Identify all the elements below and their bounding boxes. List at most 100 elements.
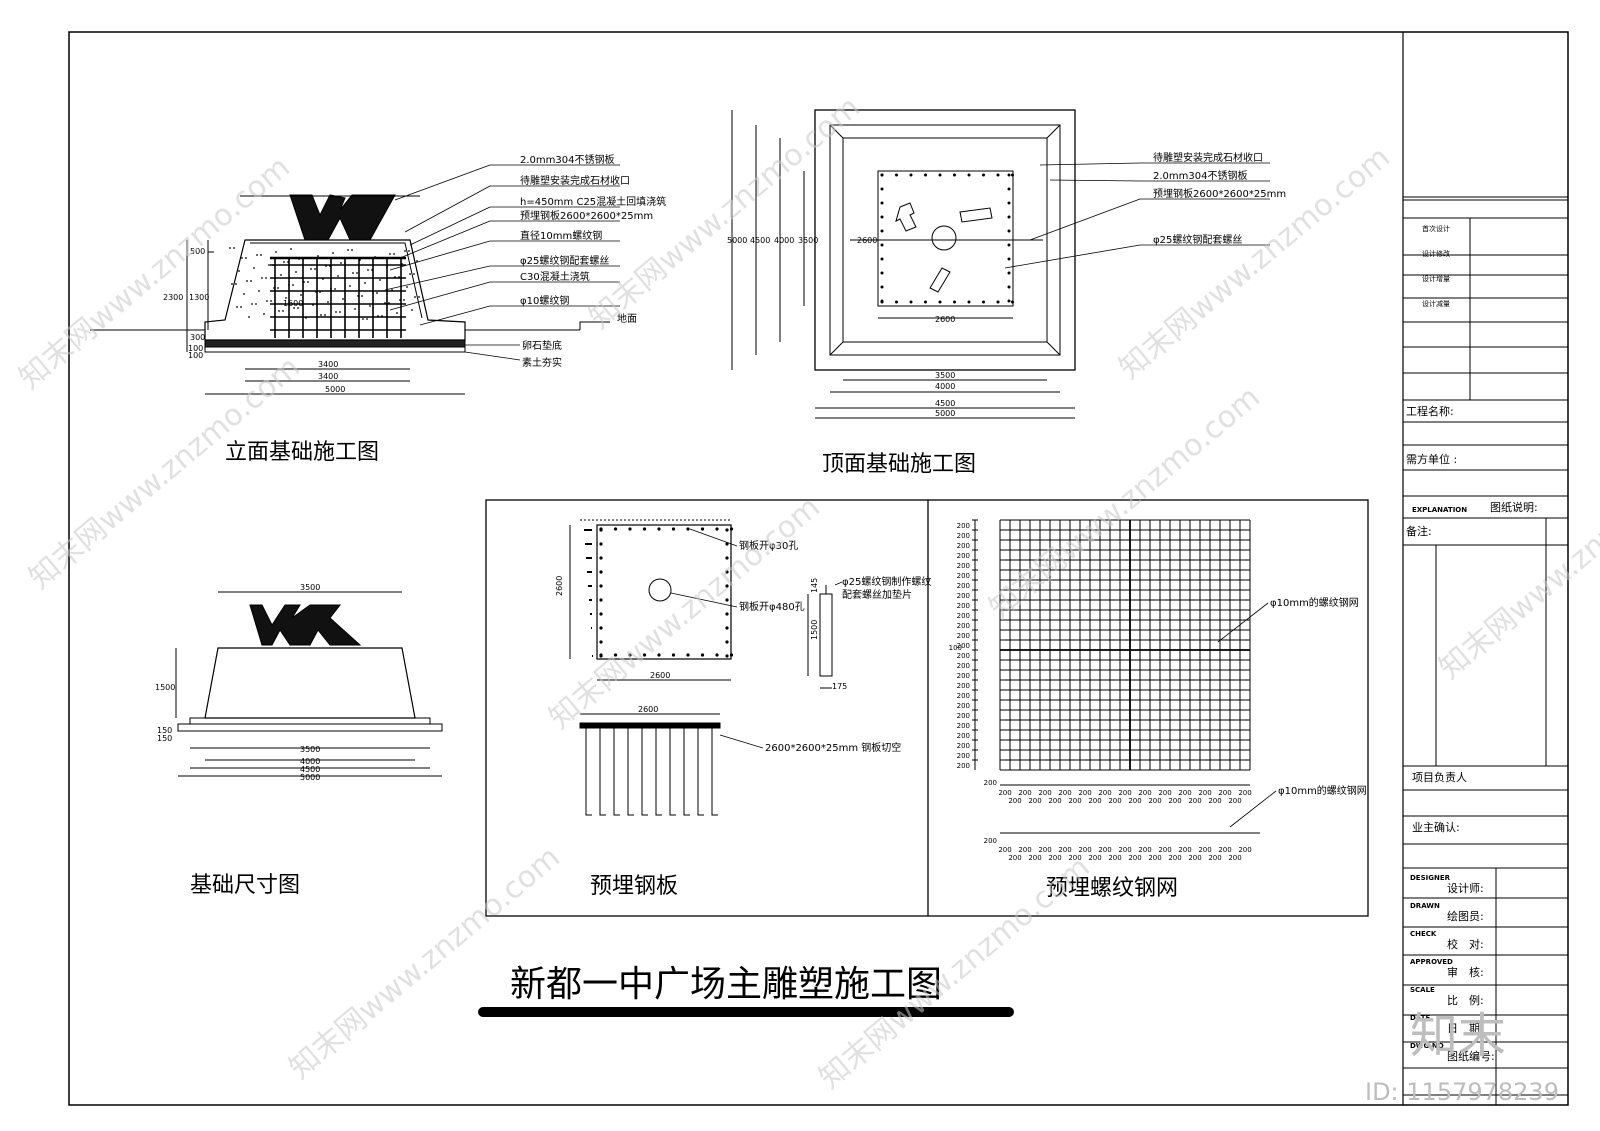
mesh-bottom-dim: 200 — [1028, 854, 1041, 862]
mesh-bottom-dim: 200 — [1088, 854, 1101, 862]
dim-w3400a: 3400 — [318, 360, 338, 369]
mesh-side-dim: 200 — [957, 742, 970, 750]
dim-h150b: 150 — [157, 734, 172, 743]
mesh-bottom-dim: 200 — [1178, 789, 1191, 797]
mesh-label: φ10mm的螺纹钢网 — [1270, 596, 1359, 609]
mesh-bottom-dim: 200 — [1238, 846, 1251, 854]
mesh-bottom-dim: 200 — [1018, 846, 1031, 854]
dim-w4500: 4500 — [935, 399, 955, 408]
elevation-note: 预埋钢板2600*2600*25mm — [520, 209, 653, 222]
elevation-note: h=450mm C25混凝土回填浇筑 — [520, 195, 666, 208]
watermark-site: 知末网www.znzmo.com — [23, 350, 307, 596]
signoff-cn: 日 期: — [1447, 1022, 1484, 1035]
explanation-en: EXPLANATION — [1412, 506, 1467, 514]
mesh-side-dim: 200 — [957, 712, 970, 720]
dim-w5000: 5000 — [935, 409, 955, 418]
dim-bolt175: 175 — [832, 682, 847, 691]
watermark-site: 知末网www.znzmo.com — [283, 840, 567, 1086]
explanation-cn: 图纸说明: — [1490, 500, 1538, 514]
mesh-bottom-dim: 200 — [1188, 854, 1201, 862]
signoff-cn: 比 例: — [1447, 993, 1484, 1007]
watermark-logo: 知末 — [1410, 1008, 1506, 1064]
dim-h100b: 100 — [188, 351, 203, 360]
dim-w1600: 1600 — [283, 299, 303, 308]
plate-cut-label: 2600*2600*25mm 钢板切空 — [765, 741, 901, 754]
mesh-label-2: φ10mm的螺纹钢网 — [1278, 784, 1367, 797]
mesh-side-dim: 200 — [957, 532, 970, 540]
signoff-en: DWG.NO — [1410, 1042, 1444, 1050]
revision-row: 设计增量 — [1422, 274, 1450, 283]
signoff-en: CHECK — [1410, 930, 1437, 938]
elevation-note: φ25螺纹钢配套螺丝 — [520, 254, 609, 267]
mesh-side-dim: 200 — [957, 612, 970, 620]
signoff-cn: 审 核: — [1447, 965, 1484, 979]
mesh-bottom-dim: 200 — [1228, 797, 1241, 805]
mesh-bottom-dim: 200 — [1068, 797, 1081, 805]
mesh-bottom-dim: 200 — [1158, 789, 1171, 797]
foundation-body — [204, 239, 466, 341]
dim-top2600: 2600 — [638, 705, 658, 714]
mesh-bottom-dim: 200 — [998, 846, 1011, 854]
mesh-bottom-dim: 200 — [1138, 846, 1151, 854]
revision-row: 首次设计 — [1422, 224, 1450, 233]
mesh-bottom-dim: 200 — [1168, 797, 1181, 805]
dim-w5000: 5000 — [325, 385, 345, 394]
mesh-side-dim: 200 — [957, 582, 970, 590]
mesh-bottom-dim: 200 — [1018, 789, 1031, 797]
mesh-side-dim: 200 — [957, 662, 970, 670]
mesh-side-dim: 200 — [957, 732, 970, 740]
dim-w3500: 3500 — [300, 745, 320, 754]
mesh-bottom-dim: 200 — [1198, 789, 1211, 797]
elevation-note: 直径10mm螺纹钢 — [520, 229, 602, 242]
signoff-cn: 校 对: — [1447, 937, 1484, 951]
title-underline — [478, 1007, 1014, 1017]
dim-w5000: 5000 — [300, 773, 320, 782]
mesh-bottom-dim: 200 — [1188, 797, 1201, 805]
mesh-bottom-dim: 200 — [1038, 789, 1051, 797]
mesh-side-dim: 200 — [957, 762, 970, 770]
dim-h500: 500 — [190, 247, 205, 256]
soil-label: 素土夯实 — [522, 356, 562, 369]
top-foundation-view — [731, 109, 1270, 419]
remarks-field: 备注: — [1406, 524, 1432, 538]
client-field: 需方单位 : — [1406, 452, 1457, 466]
mesh-bottom-dim: 200 — [1028, 797, 1041, 805]
mesh-bottom-dim: 200 — [1128, 797, 1141, 805]
mesh-side-dim: 200 — [957, 672, 970, 680]
signoff-en: DESIGNER — [1410, 874, 1451, 882]
mesh-bottom-dim: 200 — [1058, 789, 1071, 797]
mesh-side-dim: 200 — [957, 642, 970, 650]
mesh-bottom-dim: 200 — [1238, 789, 1251, 797]
mesh-bottom-dim: 200 — [1098, 846, 1111, 854]
signoff-en: DATE — [1410, 1014, 1430, 1022]
mesh-side-dim: 200 — [957, 682, 970, 690]
elevation-note: 待雕塑安装完成石材收口 — [520, 174, 630, 187]
dim-w4000: 4000 — [300, 757, 320, 766]
dim-bolt1500: 1500 — [810, 620, 819, 640]
sculpture-silhouette — [289, 194, 396, 241]
foundation-size-view — [175, 591, 443, 777]
mesh-bottom-dim: 200 — [1208, 854, 1221, 862]
dim-w3500: 3500 — [935, 371, 955, 380]
mesh-bottom-dim: 200 — [1108, 854, 1121, 862]
project-lead-field: 项目负责人 — [1412, 770, 1467, 784]
mesh-side-dim: 200 — [957, 752, 970, 760]
mesh-side-dim: 200 — [957, 592, 970, 600]
mesh-bottom-dim: 200 — [1108, 797, 1121, 805]
mesh-bottom-dim: 200 — [1148, 797, 1161, 805]
mesh-side-mid: 100 — [949, 644, 962, 652]
dim-v4500: 4500 — [750, 236, 770, 245]
dim-w4000: 4000 — [935, 382, 955, 391]
caption-plate: 预埋钢板 — [590, 874, 678, 899]
mesh-bottom-dim: 200 — [1088, 797, 1101, 805]
dim-h1500: 1500 — [155, 683, 175, 692]
mesh-bottom-dim: 200 — [1158, 846, 1171, 854]
dim-h150a: 150 — [157, 726, 172, 735]
signoff-en: APPROVED — [1410, 958, 1453, 966]
top-note: φ25螺纹钢配套螺丝 — [1153, 233, 1242, 246]
dim-side2600: 2600 — [555, 576, 564, 596]
dim-h1300: 1300 — [189, 293, 209, 302]
mesh-bottom-dim: 200 — [998, 789, 1011, 797]
dim-bolt145: 145 — [810, 578, 819, 593]
dim-h300: 300 — [190, 333, 205, 342]
